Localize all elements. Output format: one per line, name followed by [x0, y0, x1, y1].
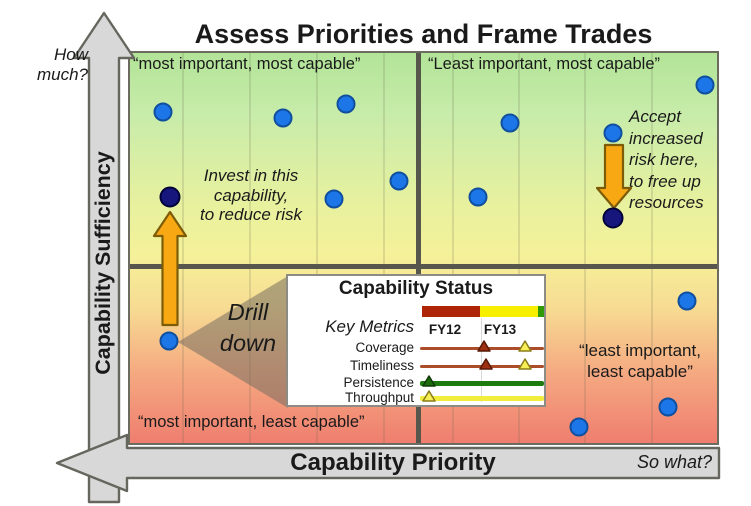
metric-row: Coverage: [288, 339, 544, 357]
legend-title: Capability Status: [338, 278, 494, 299]
quadrant-label-top-right: “Least important, most capable”: [428, 55, 661, 73]
metric-trend-line: [420, 380, 544, 386]
quadrant-label-bottom-left: “most important, least capable”: [138, 413, 365, 431]
summary-bar-segment: [422, 306, 480, 317]
x-axis-arrow: [55, 433, 721, 493]
gridline: [452, 53, 454, 443]
metric-label: Throughput: [344, 390, 414, 405]
gridline: [383, 53, 385, 443]
page-title: Assess Priorities and Frame Trades: [194, 19, 653, 49]
gridline: [182, 53, 184, 443]
fy13-column-label: FY13: [483, 322, 517, 337]
quadrant-divider-vertical: [416, 53, 421, 443]
legend-summary-bar: [422, 306, 544, 317]
summary-bar-segment: [479, 306, 538, 317]
metric-marker-triangle-icon: [518, 358, 533, 370]
quadrant-label-top-left: “most important, most capable”: [133, 55, 361, 73]
x-axis-question: So what?: [636, 452, 712, 472]
gridline: [518, 53, 520, 443]
metric-label: Persistence: [343, 375, 414, 390]
invest-up-arrow-icon: [152, 210, 188, 327]
metric-label: Timeliness: [349, 358, 414, 373]
metric-trend-line: [420, 395, 544, 401]
metric-marker-triangle-icon: [518, 340, 533, 352]
metric-row: Persistence: [288, 374, 544, 392]
gridline: [584, 53, 586, 443]
metric-marker-triangle-icon: [421, 375, 436, 387]
metric-row: Timeliness: [288, 357, 544, 375]
metric-marker-triangle-icon: [478, 358, 493, 370]
metric-marker-triangle-icon: [421, 390, 436, 402]
capability-status-legend: Capability Status Key Metrics FY12 FY13 …: [286, 274, 546, 407]
fy12-column-label: FY12: [428, 322, 462, 337]
metric-label: Coverage: [355, 340, 414, 355]
legend-column-divider: [481, 318, 482, 402]
drill-down-wedge: [178, 276, 288, 408]
x-axis-title: Capability Priority: [290, 449, 496, 476]
key-metrics-label: Key Metrics: [325, 317, 414, 336]
metric-marker-triangle-icon: [477, 340, 492, 352]
y-axis-title: Capability Sufficiency: [91, 151, 115, 375]
summary-bar-segment: [537, 306, 544, 317]
metric-row: Throughput: [288, 389, 544, 407]
quadrant-label-bottom-right: “least important,least capable”: [579, 341, 701, 381]
y-axis-arrow: [72, 11, 136, 504]
gridline: [316, 53, 318, 443]
gridline: [651, 53, 653, 443]
accept-risk-down-arrow-icon: [596, 143, 633, 210]
quadrant-divider-horizontal: [130, 264, 717, 269]
gridline: [249, 53, 251, 443]
